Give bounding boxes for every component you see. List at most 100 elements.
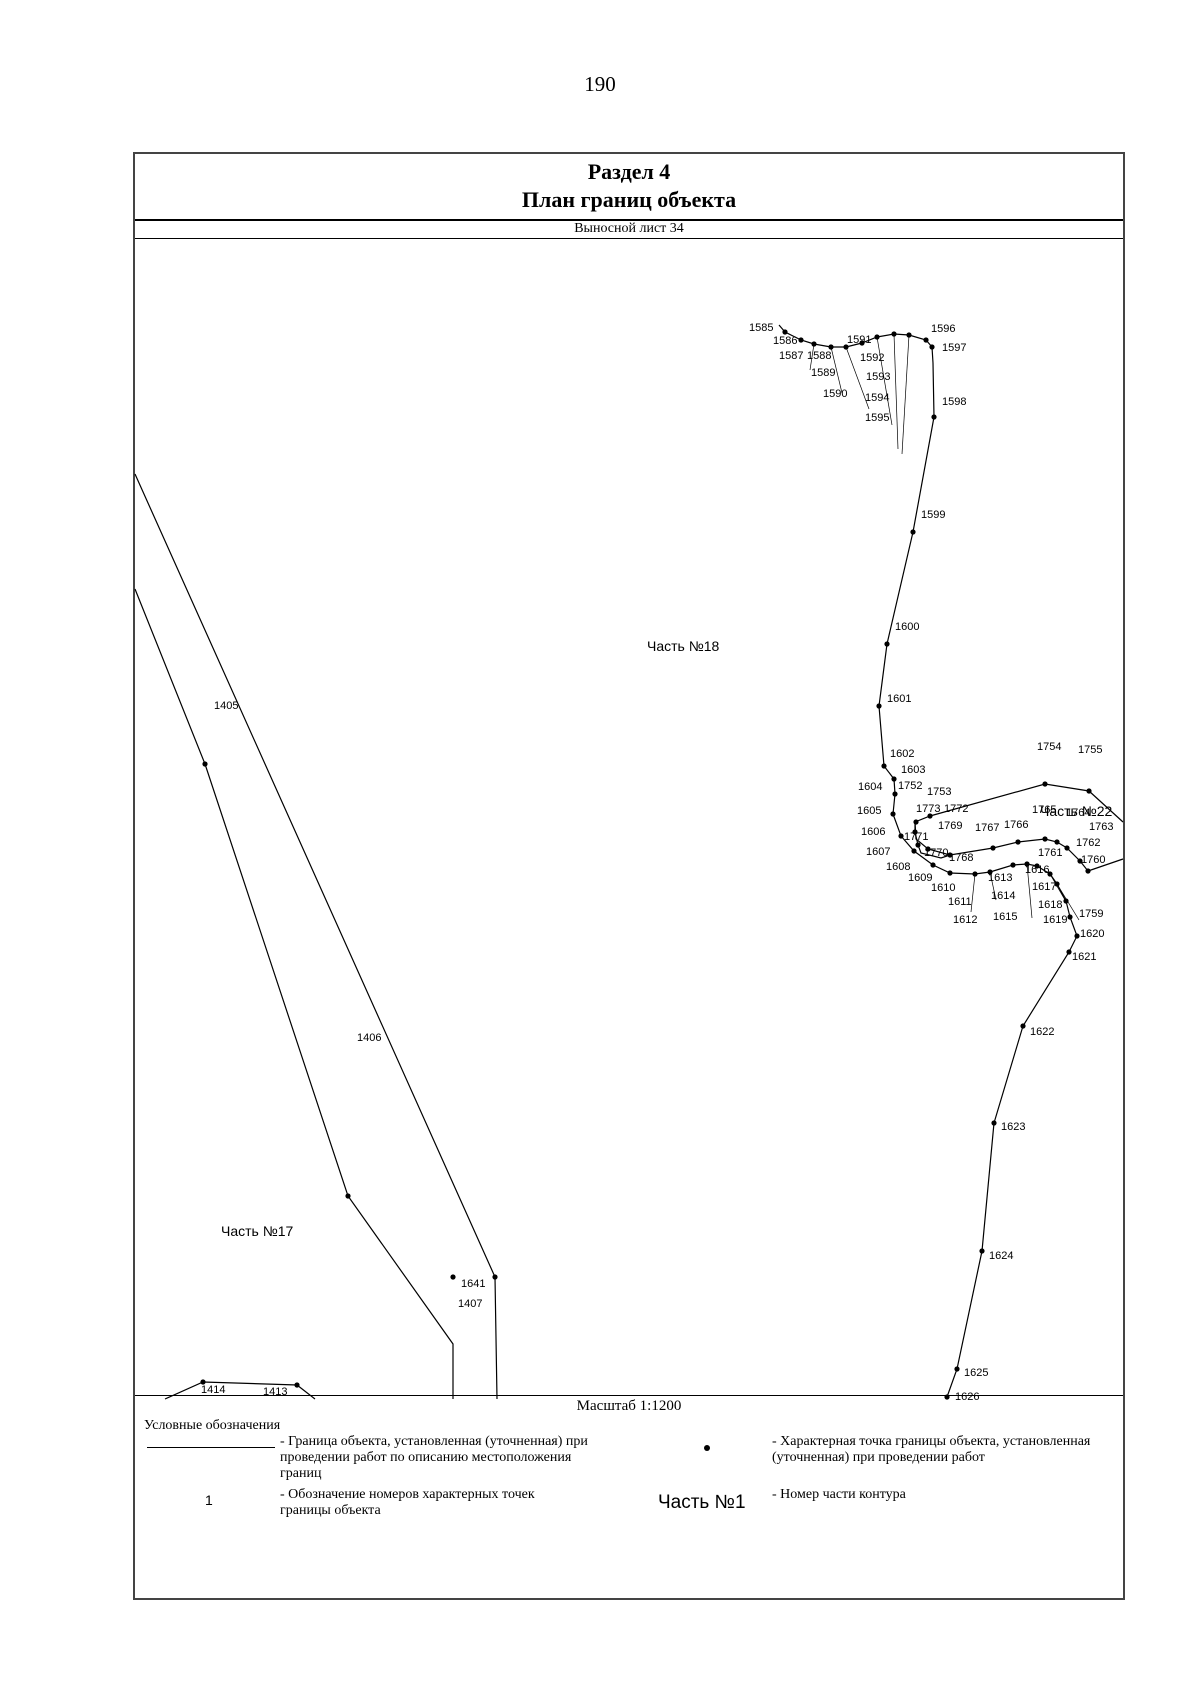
boundary-point — [911, 848, 917, 854]
point-label: 1608 — [886, 861, 910, 873]
point-label: 1613 — [988, 872, 1012, 884]
boundary-point — [1054, 839, 1060, 845]
boundary-point — [930, 862, 936, 868]
point-label: 1587 — [779, 350, 803, 362]
point-label: 1764 — [1066, 807, 1090, 819]
boundary-point — [891, 331, 897, 337]
boundary-point — [1066, 949, 1072, 955]
boundary-point — [884, 641, 890, 647]
point-label: 1760 — [1081, 854, 1105, 866]
boundary-point — [979, 1248, 985, 1254]
legend-number-sample: 1 — [205, 1492, 213, 1508]
point-label: 1626 — [955, 1391, 979, 1403]
boundary-point — [929, 344, 935, 350]
legend-number-text: - Обозначение номеров характерных точек … — [280, 1487, 535, 1518]
point-label: 1591 — [847, 334, 871, 346]
legend-point-text: - Характерная точка границы объекта, уст… — [772, 1434, 1091, 1465]
point-label: 1606 — [861, 826, 885, 838]
boundary-point — [1010, 862, 1016, 868]
boundary-point — [859, 340, 865, 346]
legend-part-sample: Часть №1 — [658, 1492, 746, 1513]
point-label: 1593 — [866, 371, 890, 383]
point-label: 1586 — [773, 335, 797, 347]
boundary-point — [1077, 858, 1083, 864]
point-label: 1762 — [1076, 837, 1100, 849]
plan-frame: Раздел 4 План границ объекта Выносной ли… — [133, 152, 1125, 1600]
point-label: 1594 — [865, 392, 889, 404]
part-17-label: Часть №17 — [221, 1223, 294, 1239]
boundary-point — [492, 1274, 498, 1280]
point-label: 1770 — [924, 847, 948, 859]
point-label: 1768 — [949, 852, 973, 864]
boundary-point — [892, 791, 898, 797]
point-label: 1607 — [866, 846, 890, 858]
point-label: 1588 — [807, 350, 831, 362]
boundary-point — [1024, 861, 1030, 867]
sheet-label: Выносной лист 34 — [135, 220, 1123, 239]
point-label: 1595 — [865, 412, 889, 424]
boundary-point — [990, 845, 996, 851]
leader-lines — [809, 333, 1080, 921]
boundary-point — [987, 869, 993, 875]
boundary-point — [906, 332, 912, 338]
point-label: 1625 — [964, 1367, 988, 1379]
point-label: 1605 — [857, 805, 881, 817]
main-boundary — [878, 416, 1078, 1398]
strip-east-edge — [134, 473, 498, 1400]
boundary-point — [202, 761, 208, 767]
point-label: 1771 — [904, 831, 928, 843]
boundary-point — [913, 819, 919, 825]
point-label: 1602 — [890, 748, 914, 760]
point-label: 1599 — [921, 509, 945, 521]
point-label: 1772 — [944, 803, 968, 815]
part22-inner — [1087, 858, 1124, 872]
boundary-point — [811, 341, 817, 347]
boundary-point — [947, 870, 953, 876]
point-label: 1618 — [1038, 899, 1062, 911]
section-title: Раздел 4 — [587, 159, 671, 184]
point-label: 1601 — [887, 693, 911, 705]
boundary-point — [843, 344, 849, 350]
point-label: 1617 — [1032, 881, 1056, 893]
boundary-point — [925, 846, 931, 852]
bottom-left-contour — [164, 1381, 316, 1400]
legend-boundary-line — [147, 1447, 275, 1448]
point-labels: 1585 1586 1587 1588 1589 1590 1591 1592 … — [201, 322, 1113, 1403]
legend-point-dot — [704, 1445, 710, 1451]
boundary-point — [954, 1366, 960, 1372]
boundary-map: Часть №18 Часть №17 Часть №22 1585 1586 … — [134, 239, 1124, 1403]
legend-part-text: - Номер части контура — [772, 1487, 906, 1502]
boundary-point — [294, 1382, 300, 1388]
boundary-point — [345, 1193, 351, 1199]
point-label: 1604 — [858, 781, 882, 793]
point-label: 1753 — [927, 786, 951, 798]
boundary-point — [912, 829, 918, 835]
point-label: 1752 — [898, 780, 922, 792]
point-label: 1622 — [1030, 1026, 1054, 1038]
point-label: 1589 — [811, 367, 835, 379]
boundary-point — [891, 776, 897, 782]
point-label: 1596 — [931, 323, 955, 335]
boundary-point — [1042, 836, 1048, 842]
point-label: 1769 — [938, 820, 962, 832]
boundary-point — [874, 334, 880, 340]
part-18-label: Часть №18 — [647, 638, 720, 654]
point-label: 1754 — [1037, 741, 1061, 753]
point-label: 1623 — [1001, 1121, 1025, 1133]
point-label: 1603 — [901, 764, 925, 776]
scale-label: Масштаб 1:1200 — [135, 1395, 1123, 1416]
boundary-point — [1074, 933, 1080, 939]
point-label: 1614 — [991, 890, 1015, 902]
point-label: 1624 — [989, 1250, 1013, 1262]
point-label: 1405 — [214, 700, 238, 712]
point-label: 1616 — [1025, 864, 1049, 876]
point-label: 1597 — [942, 342, 966, 354]
point-label: 1406 — [357, 1032, 381, 1044]
boundary-point — [972, 871, 978, 877]
point-label: 1414 — [201, 1384, 225, 1396]
legend-title: Условные обозначения — [144, 1418, 281, 1433]
boundary-point — [927, 813, 933, 819]
point-label: 1755 — [1078, 744, 1102, 756]
boundary-point — [898, 833, 904, 839]
legend-boundary-text: - Граница объекта, установленная (уточне… — [280, 1434, 588, 1481]
